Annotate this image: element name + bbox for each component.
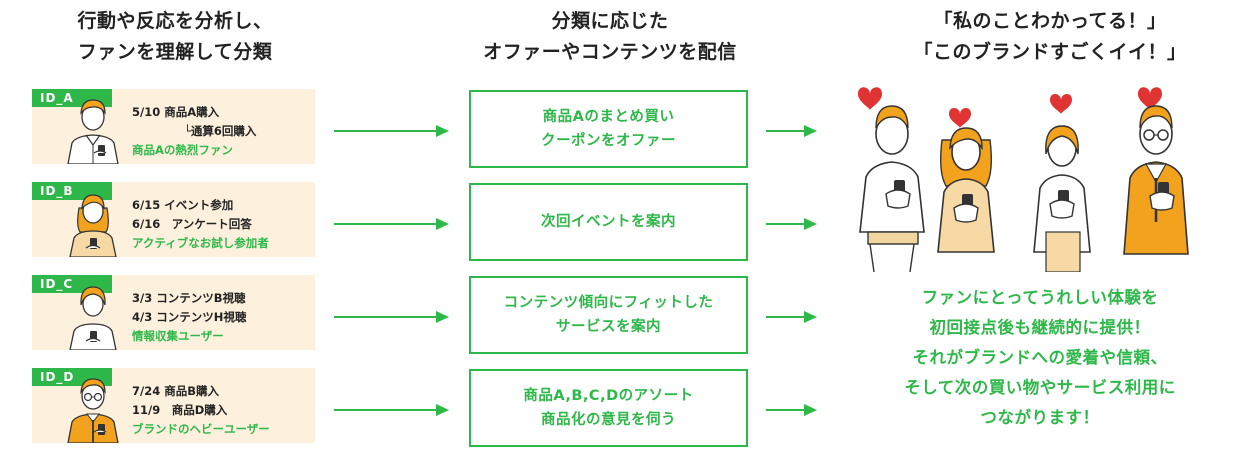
offer-box: 次回イベントを案内 <box>469 183 748 261</box>
heading-line: 「私のことわかってる！」 <box>933 10 1167 32</box>
activity-line: 3/3 コンテンツB視聴 <box>132 291 246 305</box>
segment-label: 商品Aの熱烈ファン <box>132 143 233 157</box>
offer-box: 商品A,B,C,Dのアソート 商品化の意見を伺う <box>469 369 748 447</box>
activity-line: 4/3 コンテンツH視聴 <box>132 310 247 324</box>
activity-line: 5/10 商品A購入 <box>132 105 220 119</box>
heading-line: 「このブランドすごくイイ！」 <box>913 41 1187 63</box>
heart-icon <box>858 87 882 110</box>
offer-line: コンテンツ傾向にフィットした <box>503 295 714 311</box>
offer-line: 商品A,B,C,Dのアソート <box>523 388 694 404</box>
customer-card-a: ID_A 5/10 商品A購入 └通算6回購入 商品Aの熱烈ファン <box>32 89 315 164</box>
arrow-right-icon <box>766 125 817 137</box>
man-with-glasses-person-icon <box>1123 105 1189 255</box>
woman-avatar-icon <box>69 194 117 257</box>
man-with-glasses-avatar-icon <box>67 378 119 443</box>
arrow-right-icon <box>334 125 449 137</box>
offer-box: 商品Aのまとめ買い クーポンをオファー <box>469 90 748 168</box>
offer-box: コンテンツ傾向にフィットした サービスを案内 <box>469 276 748 354</box>
activity-line: 11/9 商品D購入 <box>132 403 228 417</box>
heading-line: 分類に応じた <box>551 10 669 32</box>
heading-line: ファンを理解して分類 <box>77 41 273 63</box>
heading-line: オファーやコンテンツを配信 <box>483 41 737 63</box>
heart-icon <box>949 107 971 128</box>
man-person-icon <box>859 105 925 272</box>
heart-icon <box>1050 93 1072 114</box>
offer-line: 商品化の意見を伺う <box>541 412 676 428</box>
activity-line: 6/15 イベント参加 <box>132 198 234 212</box>
closing-line: それがブランドへの愛着や信頼、 <box>912 348 1168 367</box>
arrow-right-icon <box>334 218 449 230</box>
offer-line: クーポンをオファー <box>541 133 676 149</box>
heading-customer-voice: 「私のことわかってる！」 「このブランドすごくイイ！」 <box>870 6 1230 68</box>
heart-icon <box>1138 87 1162 110</box>
heading-deliver: 分類に応じた オファーやコンテンツを配信 <box>440 6 780 68</box>
activity-line: 7/24 商品B購入 <box>132 384 219 398</box>
segment-label: アクティブなお試し参加者 <box>132 236 269 250</box>
activity-line: └通算6回購入 <box>184 124 257 138</box>
activity-line: 6/16 アンケート回答 <box>132 217 252 231</box>
arrow-right-icon <box>334 311 449 323</box>
customer-card-d: ID_D 7/24 商品B購入 11/9 商品D購入 ブランドのヘビーユーザー <box>32 368 315 443</box>
man-avatar-icon <box>67 99 119 164</box>
heading-line: 行動や反応を分析し、 <box>77 10 273 32</box>
closing-line: 初回接点後も継続的に提供！ <box>929 318 1151 337</box>
woman-avatar-icon <box>69 286 117 350</box>
happy-customers-illustration <box>858 87 1189 272</box>
segment-label: ブランドのヘビーユーザー <box>132 422 270 436</box>
arrow-right-icon <box>766 311 817 323</box>
woman-person-icon <box>937 127 995 253</box>
offer-line: 次回イベントを案内 <box>541 214 676 230</box>
offer-line: サービスを案内 <box>556 319 661 335</box>
closing-message: ファンにとってうれしい体験を 初回接点後も継続的に提供！ それがブランドへの愛着… <box>850 283 1230 433</box>
customer-card-c: ID_C 3/3 コンテンツB視聴 4/3 コンテンツH視聴 情報収集ユーザー <box>32 275 315 350</box>
offer-line: 商品Aのまとめ買い <box>542 109 675 125</box>
heading-classify: 行動や反応を分析し、 ファンを理解して分類 <box>40 6 310 68</box>
closing-line: つながります！ <box>980 408 1100 427</box>
woman-person-icon <box>1033 125 1091 272</box>
arrow-right-icon <box>766 218 817 230</box>
arrow-right-icon <box>334 404 449 416</box>
segment-label: 情報収集ユーザー <box>132 329 224 343</box>
arrow-right-icon <box>766 404 817 416</box>
customer-card-b: ID_B 6/15 イベント参加 6/16 アンケート回答 アクティブなお試し参… <box>32 182 315 257</box>
closing-line: そして次の買い物やサービス利用に <box>904 378 1176 397</box>
closing-line: ファンにとってうれしい体験を <box>921 288 1159 307</box>
